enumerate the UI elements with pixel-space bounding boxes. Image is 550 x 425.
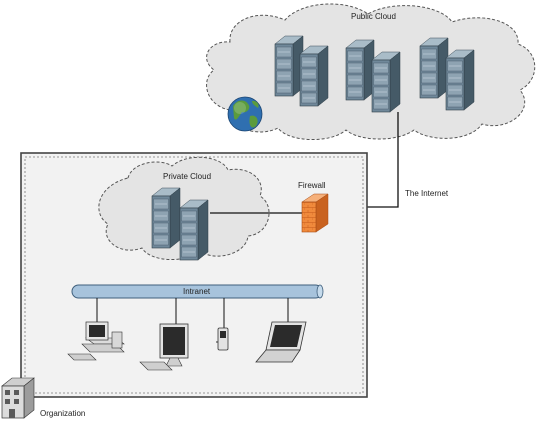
desktop-computer-icon	[67, 321, 125, 361]
brick-wall-icon	[301, 193, 329, 233]
firewall-label: Firewall	[298, 181, 326, 190]
private-cloud-label: Private Cloud	[163, 172, 212, 181]
intranet-label: Intranet	[183, 287, 211, 296]
organization-label: Organization	[40, 409, 86, 418]
building-icon	[1, 377, 35, 419]
internet-label: The Internet	[405, 189, 449, 198]
laptop-icon	[255, 321, 307, 363]
globe-icon	[227, 96, 263, 132]
intranet-bus	[71, 284, 324, 299]
phone-icon	[216, 327, 229, 351]
monitor-icon	[139, 323, 189, 371]
intranet-drops	[96, 298, 289, 328]
public-cloud-label: Public Cloud	[351, 12, 396, 21]
